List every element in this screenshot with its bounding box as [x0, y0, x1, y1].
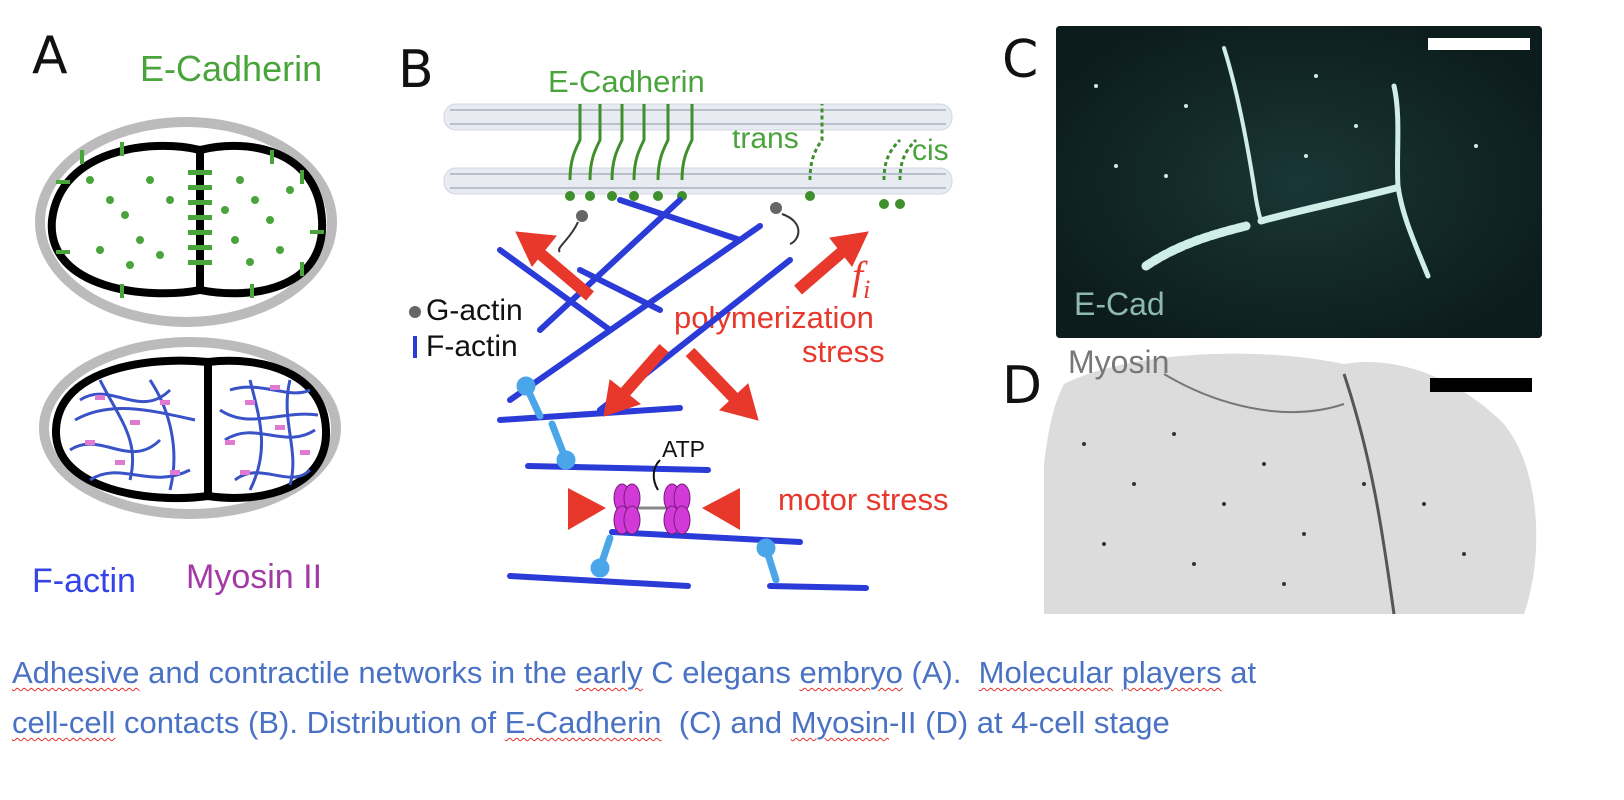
ecad-micrograph: E-Cad	[1056, 26, 1542, 338]
crosslinkers	[516, 376, 780, 584]
panel-a-letter: A	[32, 26, 68, 86]
ecad-micrograph-signal	[1056, 26, 1542, 338]
caption-segment: -II (D) at 4-cell stage	[888, 705, 1170, 740]
panel-b-letter: B	[398, 40, 434, 100]
polymerization-stress-label: stress	[802, 334, 885, 369]
panel-a-factin-label: F-actin	[32, 562, 136, 600]
polymerization-label: polymerization	[674, 300, 874, 335]
myosin-label: Myosin	[1068, 344, 1170, 380]
caption-segment: C elegans	[642, 655, 800, 690]
caption-segment: players	[1121, 655, 1222, 690]
myosin-motor	[568, 459, 740, 535]
motor-stress-label: motor stress	[778, 482, 949, 517]
embryo-actomyosin	[39, 337, 341, 519]
gactin-legend-dot	[409, 306, 421, 318]
caption-segment: early	[575, 655, 643, 690]
gactin-monomers	[558, 202, 800, 253]
caption-segment: E-Cadherin	[504, 705, 662, 740]
panel-b-ecadherin-label: E-Cadherin	[548, 64, 705, 99]
caption-segment	[1113, 655, 1122, 690]
caption-line-2: cell-cell contacts (B). Distribution of …	[12, 698, 1612, 748]
panel-c-letter: C	[1002, 30, 1039, 90]
ecad-label: E-Cad	[1074, 286, 1165, 322]
caption-segment: embryo	[799, 655, 903, 690]
myosin-micrograph: Myosin	[1044, 344, 1544, 626]
panel-a-myosin-label: Myosin II	[186, 558, 323, 596]
caption-segment: Molecular	[978, 655, 1114, 690]
gactin-legend-label: G-actin	[426, 294, 523, 327]
figure-caption: Adhesive and contractile networks in the…	[12, 648, 1612, 748]
caption-segment: and contractile networks in the	[139, 655, 576, 690]
caption-line-1: Adhesive and contractile networks in the…	[12, 648, 1612, 698]
caption-segment: (C) and	[661, 705, 791, 740]
factin-legend-label: F-actin	[426, 330, 518, 363]
panel-a-ecadherin-label: E-Cadherin	[140, 48, 323, 89]
atp-label: ATP	[662, 436, 706, 462]
cadherin-anchors	[565, 191, 905, 209]
panel-d-letter: D	[1002, 356, 1043, 416]
polymerization-arrows	[515, 231, 869, 421]
caption-segment: cell-cell	[12, 705, 116, 740]
cis-label: cis	[912, 134, 949, 167]
fi-label: fi	[852, 252, 870, 305]
fi-label-sub: i	[863, 275, 871, 304]
myosin-micrograph-signal	[1044, 353, 1537, 615]
caption-segment: Myosin	[790, 705, 889, 740]
membranes	[443, 103, 953, 195]
cadherin-molecules	[568, 104, 918, 181]
caption-segment: (A).	[902, 655, 979, 690]
caption-segment: at	[1221, 655, 1257, 690]
embryo-ecadherin	[35, 117, 337, 327]
caption-segment: contacts (B). Distribution of	[115, 705, 505, 740]
fi-label-main: f	[852, 253, 864, 298]
caption-segment: Adhesive	[12, 655, 140, 690]
